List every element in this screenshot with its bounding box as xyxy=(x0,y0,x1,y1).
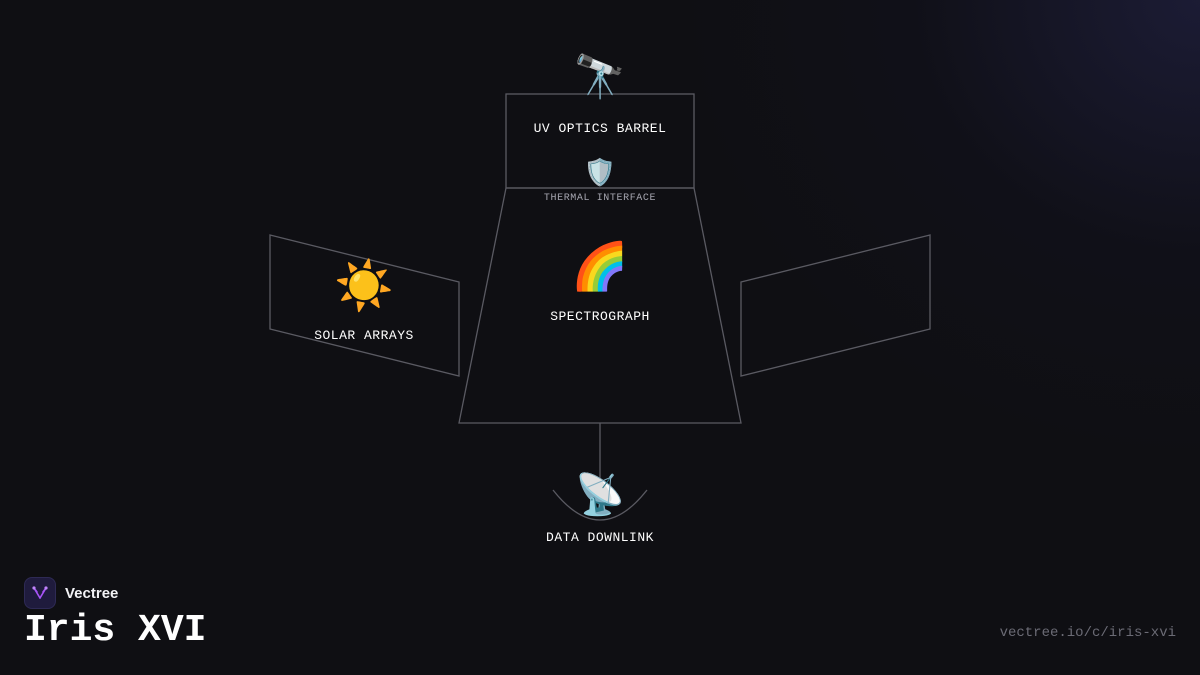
spectrograph-label: SPECTROGRAPH xyxy=(550,309,650,324)
uv-optics-barrel-label: UV OPTICS BARREL xyxy=(533,121,667,136)
downlink-dish-outline xyxy=(552,489,648,521)
sun-icon: ☀️ xyxy=(334,258,394,314)
left-solar-array-outline xyxy=(269,234,460,377)
shield-icon: 🛡️ xyxy=(583,158,617,188)
right-solar-array-outline xyxy=(740,234,931,377)
telescope-icon: 🔭 xyxy=(573,52,627,101)
thermal-interface-label: THERMAL INTERFACE xyxy=(543,193,657,204)
satellite-dish-icon: 📡 xyxy=(575,472,625,518)
vectree-logo-icon xyxy=(24,577,56,609)
page-title: Iris XVI xyxy=(24,609,207,652)
spectrograph-body-outline xyxy=(458,187,742,424)
rainbow-icon: 🌈 xyxy=(571,239,629,293)
brand-name: Vectree xyxy=(65,584,119,602)
vectree-logo-mark xyxy=(32,586,48,599)
solar-arrays-label: SOLAR ARRAYS xyxy=(314,328,414,343)
source-url: vectree.io/c/iris-xvi xyxy=(999,625,1176,641)
data-downlink-label: DATA DOWNLINK xyxy=(546,530,654,545)
brand: Vectree xyxy=(24,577,118,609)
